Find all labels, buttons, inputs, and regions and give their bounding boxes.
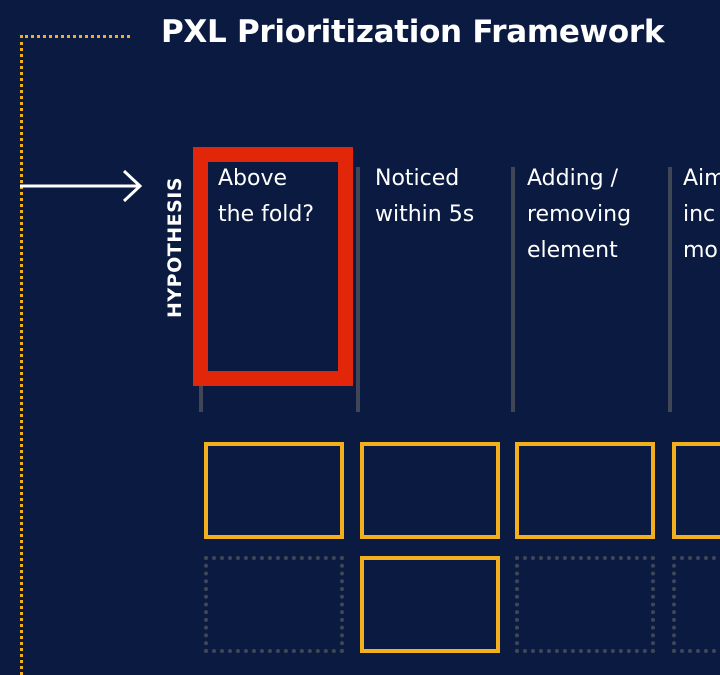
score-cell-filled: [515, 442, 655, 539]
column-separator: [668, 167, 672, 412]
column-header-noticed-within-5s: Noticed within 5s: [375, 166, 475, 227]
score-cell-empty: [204, 556, 344, 653]
score-cell-empty: [515, 556, 655, 653]
hypothesis-label-text: HYPOTHESIS: [164, 177, 186, 318]
dotted-connector-vertical: [20, 35, 23, 675]
highlight-box: [193, 147, 353, 386]
score-cell-filled: [360, 442, 500, 539]
column-header-aim-increase: Aim inc mo: [683, 166, 720, 263]
score-cell-filled: [360, 556, 500, 653]
column-separator: [356, 167, 360, 412]
score-cell-filled: [204, 442, 344, 539]
score-cell-empty: [672, 556, 720, 653]
hypothesis-label: HYPOTHESIS: [164, 177, 186, 318]
arrow-right-icon: [20, 169, 143, 203]
column-separator: [511, 167, 515, 412]
dotted-connector-horizontal: [20, 35, 130, 38]
score-cell-filled: [672, 442, 720, 539]
page-title: PXL Prioritization Framework: [161, 14, 665, 50]
column-header-above-the-fold: Above the fold?: [218, 166, 315, 227]
column-header-adding-removing-element: Adding / removing element: [527, 166, 632, 263]
